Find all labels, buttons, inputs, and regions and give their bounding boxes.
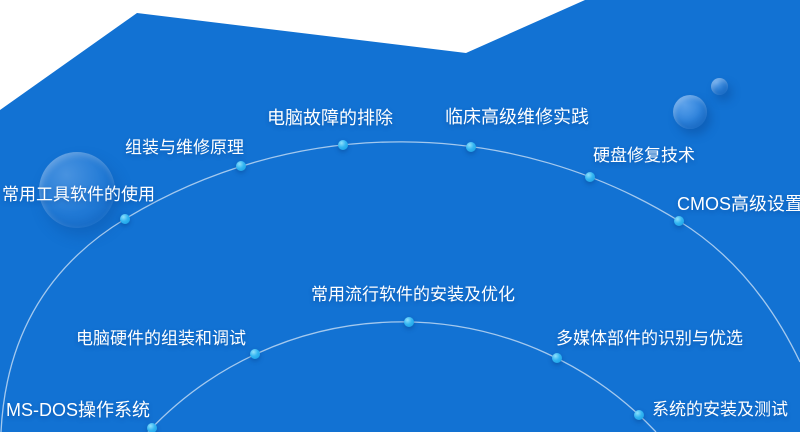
course-label-inner-3: 多媒体部件的识别与优选 [556, 329, 743, 348]
course-label-inner-4: 系统的安装及测试 [652, 400, 788, 419]
arc-dot-inner-0 [147, 423, 157, 432]
arc-dot-outer-1 [236, 161, 246, 171]
arc-dot-outer-4 [585, 172, 595, 182]
course-label-outer-2: 电脑故障的排除 [267, 108, 393, 128]
course-label-inner-1: 电脑硬件的组装和调试 [76, 329, 246, 348]
course-label-outer-1: 组装与维修原理 [125, 138, 244, 157]
arc-dot-inner-4 [634, 410, 644, 420]
course-label-outer-5: CMOS高级设置 [677, 194, 800, 214]
outer-arc-line [0, 141, 800, 432]
arc-dot-inner-1 [250, 349, 260, 359]
inner-arc-line [147, 321, 657, 432]
course-label-inner-2: 常用流行软件的安装及优化 [311, 285, 515, 304]
course-label-outer-3: 临床高级维修实践 [445, 107, 589, 127]
course-label-outer-0: 常用工具软件的使用 [2, 185, 155, 204]
arc-dot-inner-2 [404, 317, 414, 327]
arc-dot-inner-3 [552, 353, 562, 363]
bubble-icon [710, 77, 728, 95]
course-label-outer-4: 硬盘修复技术 [593, 146, 695, 165]
course-label-inner-0: MS-DOS操作系统 [6, 400, 150, 420]
bubble-icon [39, 152, 115, 228]
bubble-icon [673, 95, 707, 129]
arc-dot-outer-2 [338, 140, 348, 150]
arc-dot-outer-5 [674, 216, 684, 226]
arc-dot-outer-3 [466, 142, 476, 152]
arc-dot-outer-0 [120, 214, 130, 224]
